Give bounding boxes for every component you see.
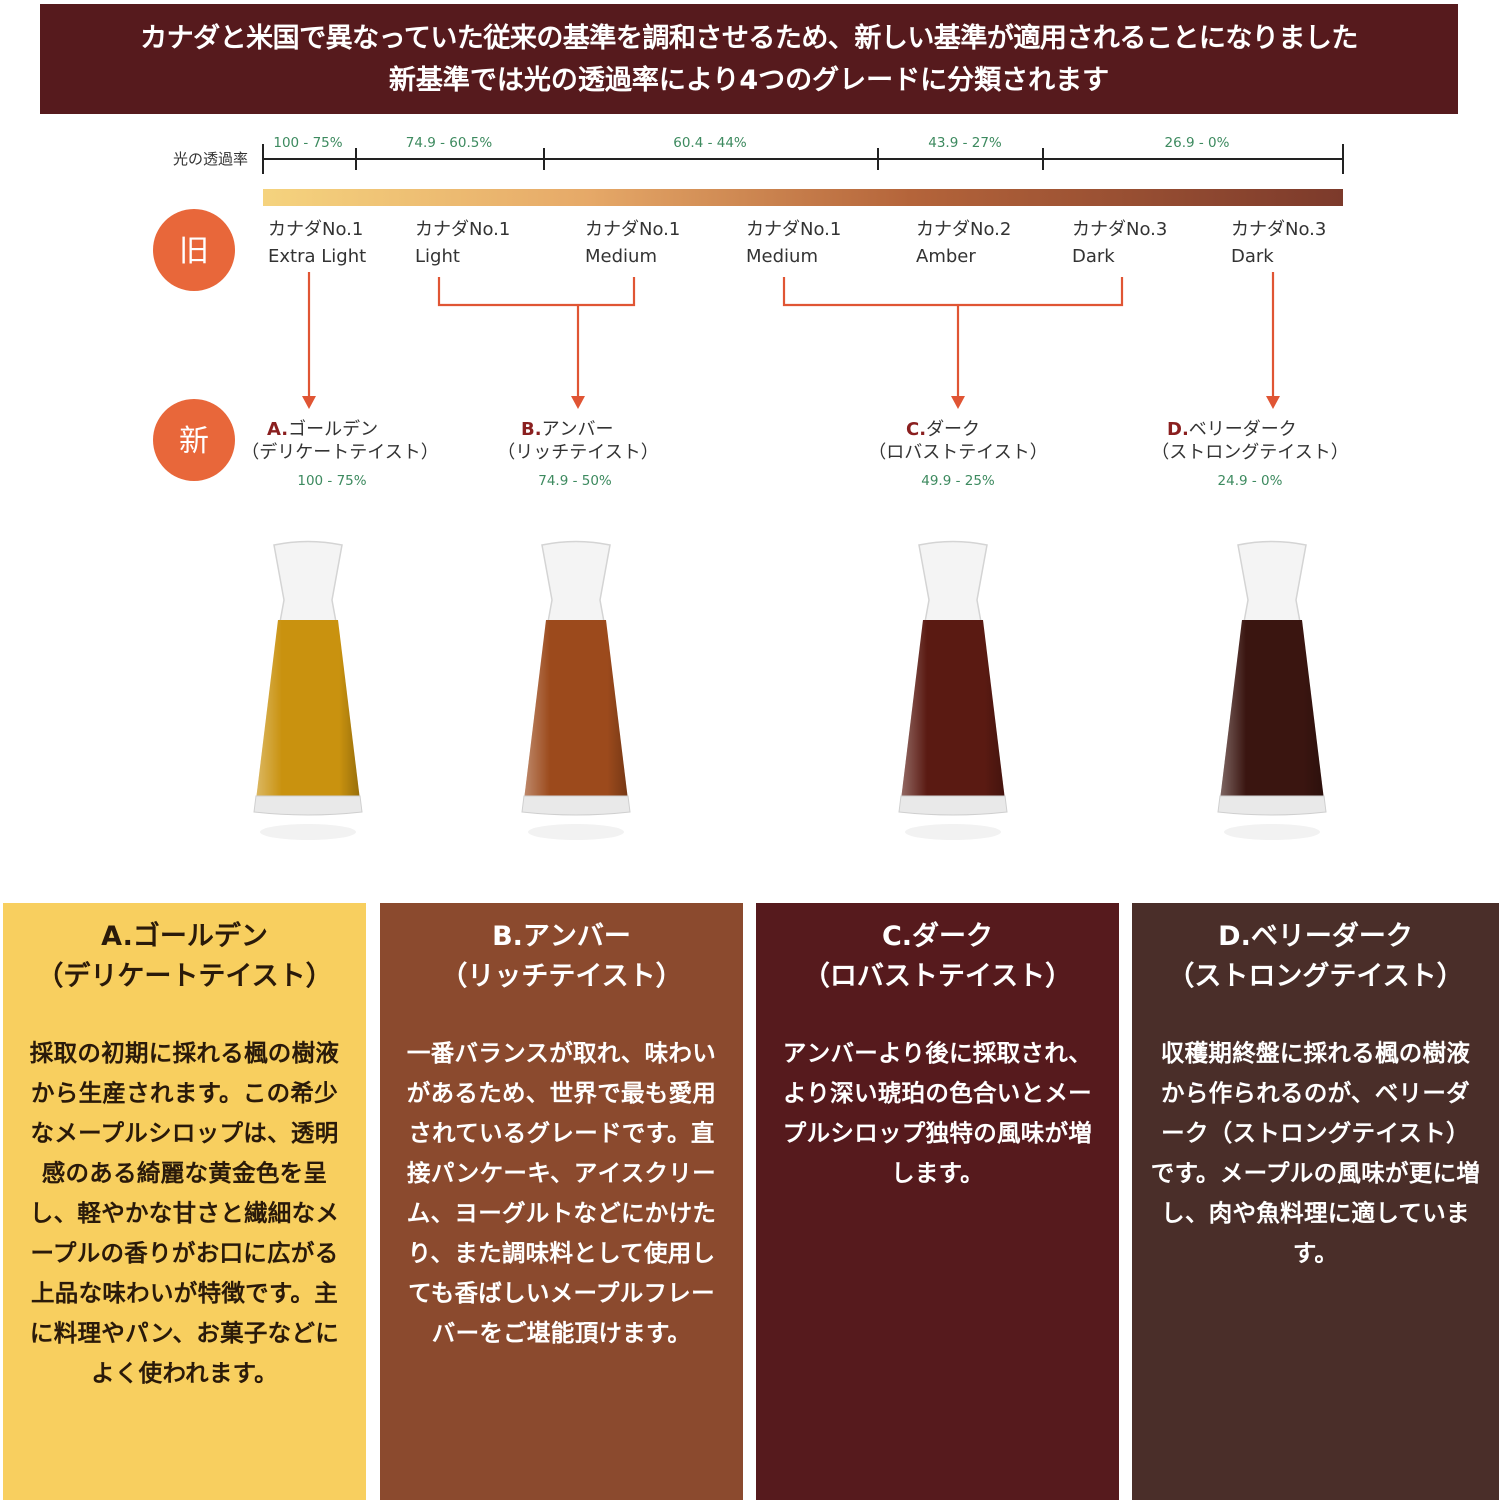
- scale-axis: [262, 144, 1344, 174]
- new-grade-d-letter: D.: [1167, 419, 1189, 440]
- scale-range-2: 74.9 - 60.5%: [406, 135, 493, 151]
- new-grade-c-name: ダーク: [926, 419, 980, 440]
- old-badge: [153, 209, 235, 291]
- panel-grade-a-title: A.ゴールデン: [101, 921, 268, 952]
- bracket-c: [782, 277, 1124, 396]
- panel-grade-d-title: D.ベリーダーク: [1218, 921, 1413, 952]
- old-badge-label: 旧: [179, 234, 209, 269]
- old-grade-4-line2: Medium: [746, 246, 818, 267]
- scale-range-4: 43.9 - 27%: [928, 135, 1002, 151]
- color-gradient-bar: [263, 189, 1343, 206]
- panel-grade-c-description: アンバーより後に採取され、より深い琥珀の色合いとメープルシロップ独特の風味が増し…: [782, 1039, 1093, 1187]
- old-grade-2-line1: カナダNo.1: [415, 219, 510, 240]
- header-line-2: 新基準では光の透過率により4つのグレードに分類されます: [388, 65, 1110, 96]
- panel-grade-b-title: B.アンバー: [492, 921, 631, 952]
- arrow-head-b: [571, 396, 585, 409]
- new-grade-c-letter: C.: [906, 419, 926, 440]
- new-grade-b-letter: B.: [521, 419, 542, 440]
- old-grade-3-line2: Medium: [585, 246, 657, 267]
- panel-grade-a-subtitle: （デリケートテイスト）: [36, 961, 333, 992]
- new-badge: [153, 399, 235, 481]
- carafe-a: [253, 540, 363, 840]
- old-grade-7-line2: Dark: [1231, 246, 1274, 267]
- old-grade-4-line1: カナダNo.1: [746, 219, 841, 240]
- panel-grade-c: C.ダーク （ロバストテイスト） アンバーより後に採取され、より深い琥珀の色合いとメ…: [756, 903, 1119, 1500]
- grade-conversion-diagram: 光の透過率 100 - 75% 74.9 - 60.5% 60.4 - 44% …: [153, 135, 1349, 840]
- panel-grade-c-title: C.ダーク: [881, 921, 994, 952]
- new-grade-b-title: B.アンバー: [521, 419, 614, 440]
- new-grade-b-taste: （リッチテイスト）: [497, 442, 658, 463]
- new-grade-a-taste: （デリケートテイスト）: [241, 442, 438, 463]
- carafe-c: [898, 540, 1008, 840]
- old-grade-6-line2: Dark: [1072, 246, 1115, 267]
- new-grade-d-name: ベリーダーク: [1189, 419, 1297, 440]
- panel-grade-d: D.ベリーダーク （ストロングテイスト） 収穫期終盤に採れる楓の樹液から作られるのが…: [1132, 903, 1499, 1500]
- old-grade-6-line1: カナダNo.3: [1072, 219, 1167, 240]
- new-grade-a-title: A.ゴールデン: [267, 419, 378, 440]
- new-grade-d-taste: （ストロングテイスト）: [1151, 442, 1348, 463]
- new-grade-c-title: C.ダーク: [906, 419, 980, 440]
- new-grade-d-range: 24.9 - 0%: [1218, 473, 1283, 489]
- old-grade-1-line1: カナダNo.1: [268, 219, 363, 240]
- old-grade-7-line1: カナダNo.3: [1231, 219, 1326, 240]
- arrow-head-a: [302, 396, 316, 409]
- new-grade-a-range: 100 - 75%: [297, 473, 366, 489]
- panel-grade-a: A.ゴールデン （デリケートテイスト） 採取の初期に採れる楓の樹液から生産されます。…: [3, 903, 366, 1500]
- scale-range-1: 100 - 75%: [273, 135, 342, 151]
- carafe-b: [521, 540, 631, 840]
- panel-grade-b: B.アンバー （リッチテイスト） 一番バランスが取れ、味わいがあるため、世界で最も愛…: [380, 903, 743, 1500]
- header-line-1: カナダと米国で異なっていた従来の基準を調和させるため、新しい基準が適用されること…: [140, 23, 1358, 54]
- panel-grade-d-subtitle: （ストロングテイスト）: [1167, 961, 1464, 992]
- old-grade-5-line1: カナダNo.2: [916, 219, 1011, 240]
- carafe-d: [1217, 540, 1327, 840]
- new-grade-c-range: 49.9 - 25%: [921, 473, 995, 489]
- new-grade-d-title: D.ベリーダーク: [1167, 419, 1297, 440]
- panel-grade-d-description: 収穫期終盤に採れる楓の樹液から作られるのが、ベリーダーク（ストロングテイスト）で…: [1150, 1039, 1481, 1267]
- panel-grade-b-description: 一番バランスが取れ、味わいがあるため、世界で最も愛用されているグレードです。直接…: [406, 1039, 717, 1347]
- new-grade-b-name: アンバー: [542, 419, 614, 440]
- panel-grade-b-subtitle: （リッチテイスト）: [440, 961, 683, 992]
- new-grade-b-range: 74.9 - 50%: [538, 473, 612, 489]
- old-grade-2-line2: Light: [415, 246, 460, 267]
- scale-range-5: 26.9 - 0%: [1165, 135, 1230, 151]
- old-grade-5-line2: Amber: [916, 246, 976, 267]
- new-badge-label: 新: [179, 424, 209, 459]
- old-grade-3-line1: カナダNo.1: [585, 219, 680, 240]
- old-grade-1-line2: Extra Light: [268, 246, 366, 267]
- scale-range-3: 60.4 - 44%: [673, 135, 747, 151]
- new-grade-a-name: ゴールデン: [288, 419, 378, 440]
- panel-grade-a-description: 採取の初期に採れる楓の樹液から生産されます。この希少なメープルシロップは、透明感…: [29, 1039, 340, 1387]
- arrow-head-c: [951, 396, 965, 409]
- header-banner: カナダと米国で異なっていた従来の基準を調和させるため、新しい基準が適用されること…: [40, 4, 1458, 114]
- arrow-head-d: [1266, 396, 1280, 409]
- bracket-b: [437, 277, 636, 396]
- new-grade-a-letter: A.: [267, 419, 288, 440]
- panel-grade-c-subtitle: （ロバストテイスト）: [802, 961, 1073, 992]
- new-grade-c-taste: （ロバストテイスト）: [868, 442, 1047, 463]
- scale-label: 光の透過率: [173, 150, 248, 168]
